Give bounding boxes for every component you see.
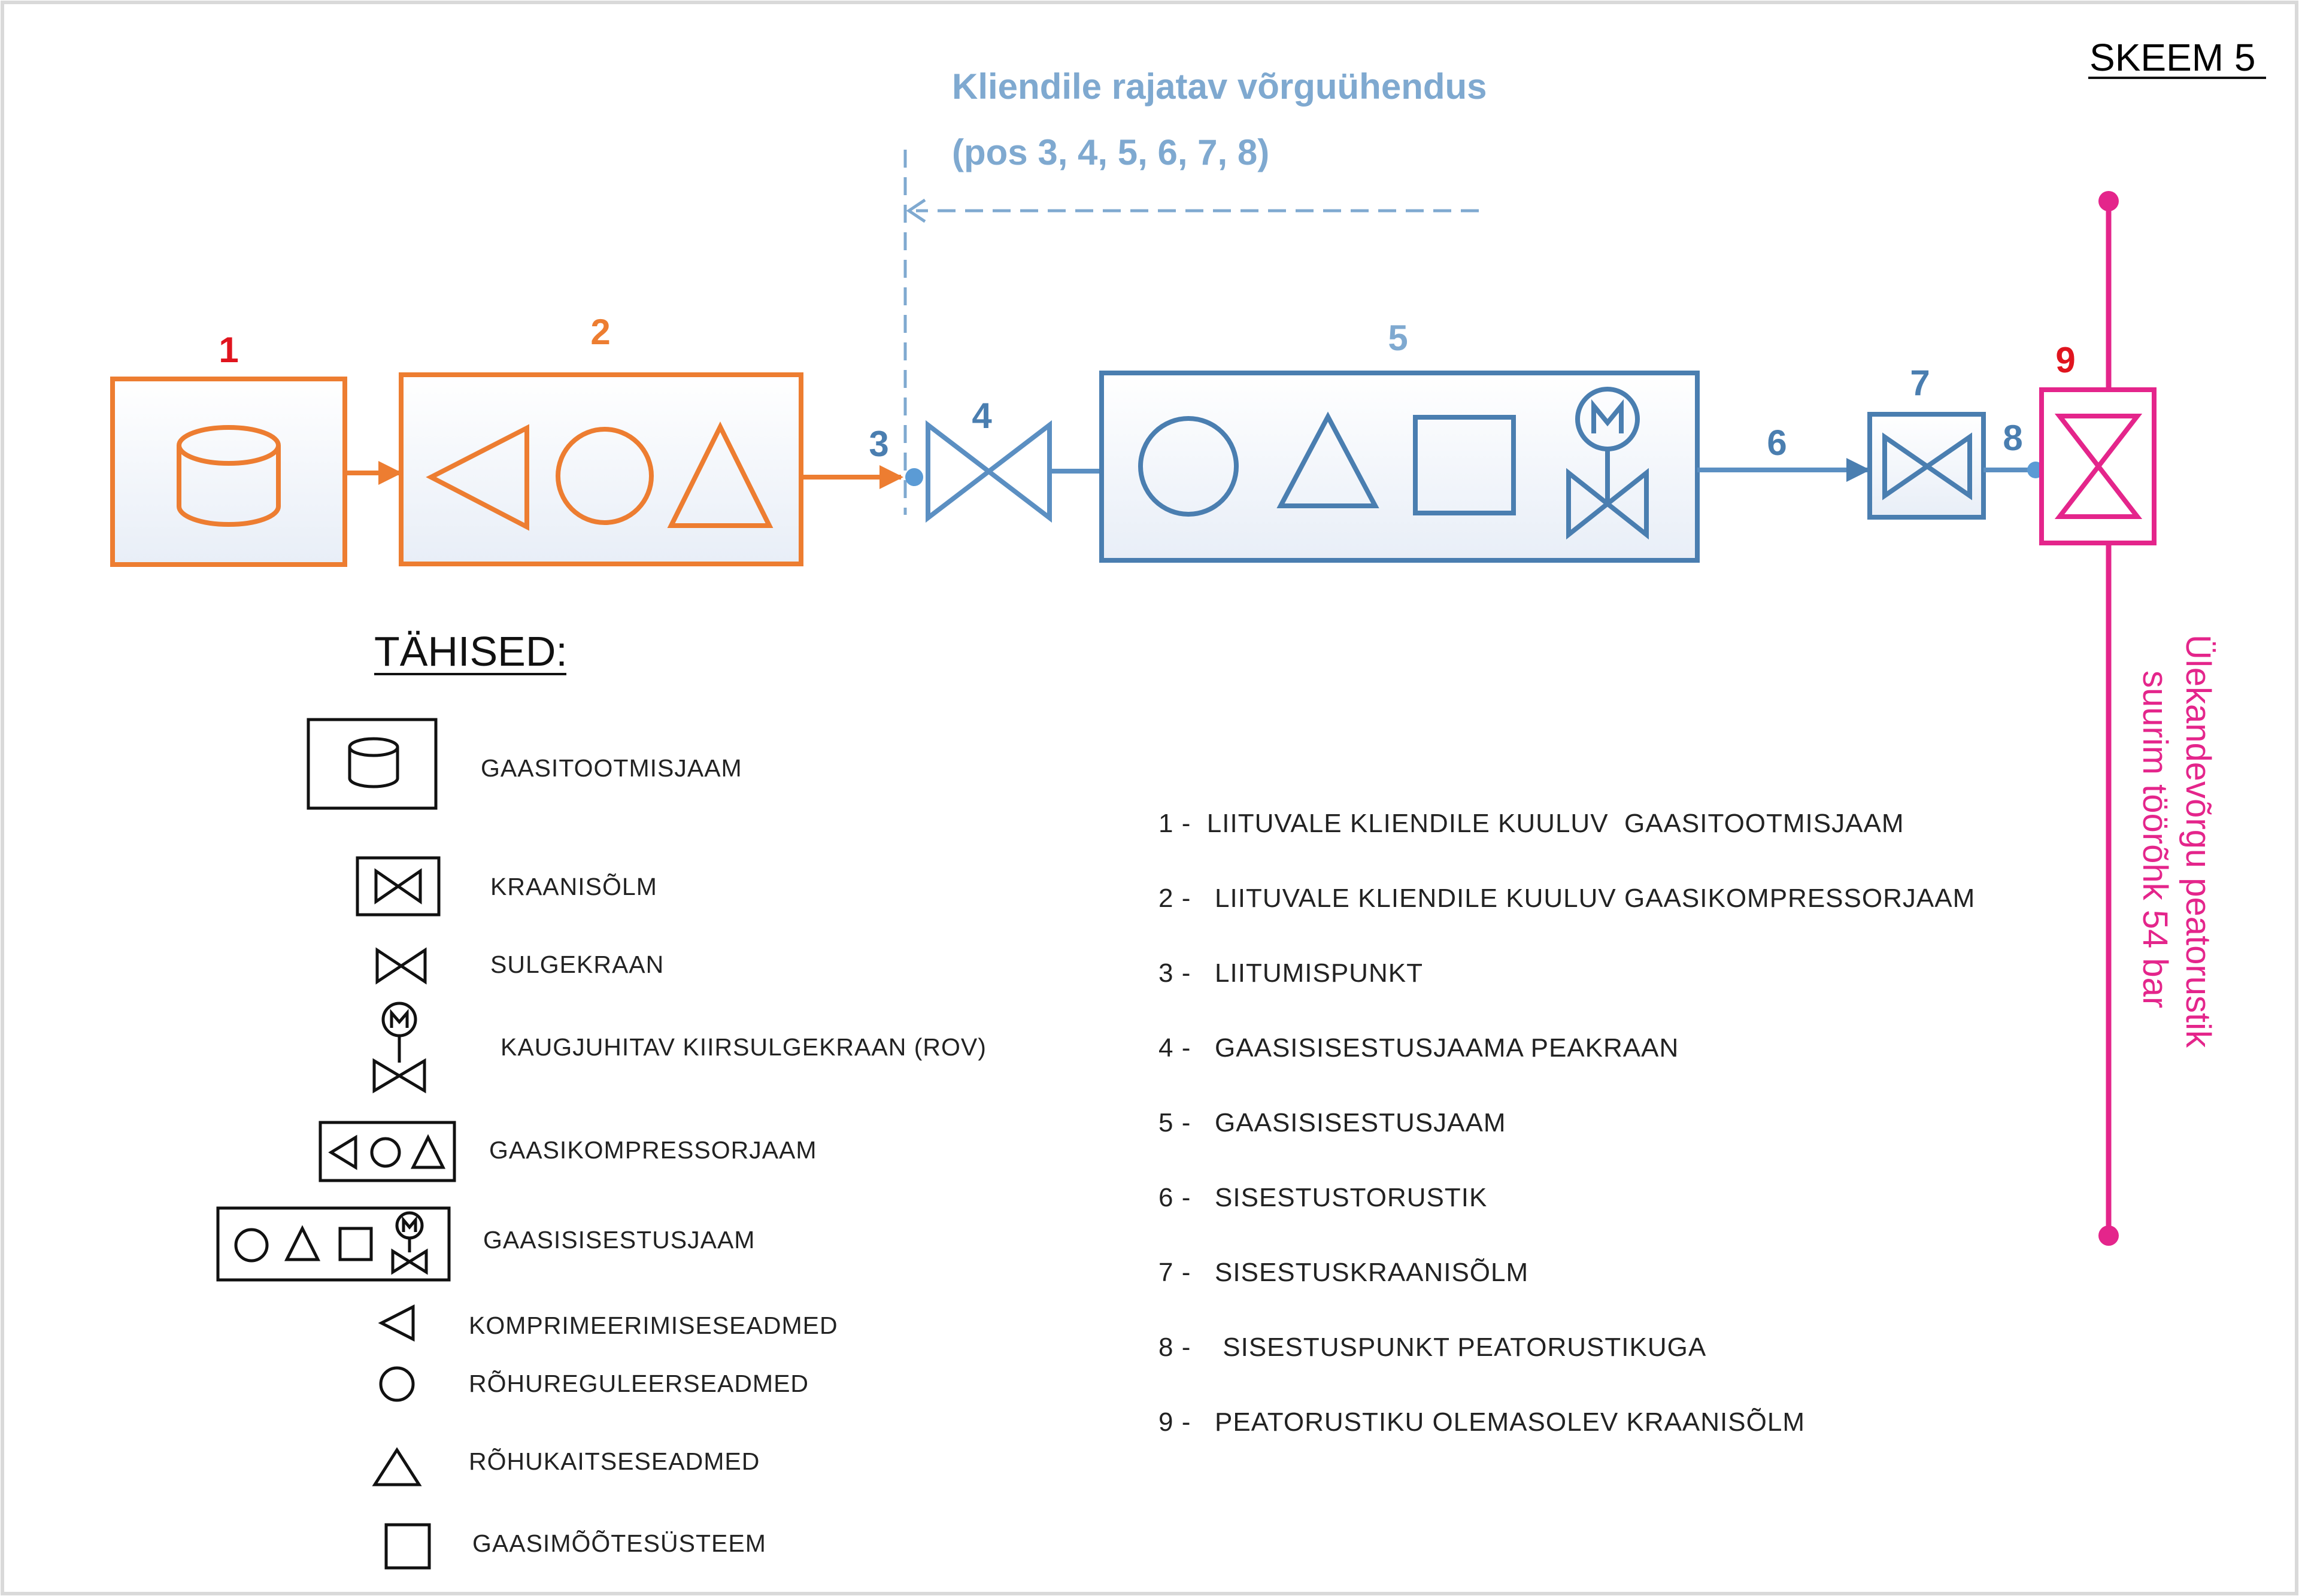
pos-label-6: 6 bbox=[1767, 423, 1787, 463]
pos-label-9: 9 bbox=[2055, 340, 2075, 380]
metering-square-icon bbox=[1413, 415, 1516, 515]
pipeline-label-line2: suurim töörõhk 54 bar bbox=[2136, 670, 2174, 1008]
pos-label-8: 8 bbox=[2003, 418, 2022, 458]
legend-cylinder-icon bbox=[348, 737, 399, 788]
legend-injection-triangle-icon bbox=[284, 1225, 321, 1261]
legend-valve-node-icon bbox=[374, 868, 422, 905]
cylinder-icon bbox=[177, 425, 281, 527]
network-note-line1: Kliendile rajatav võrguühendus bbox=[952, 66, 1487, 107]
page-title: SKEEM 5 bbox=[2089, 36, 2255, 79]
description-item-1: 1 - LIITUVALE KLIENDILE KUULUV GAASITOOT… bbox=[1158, 809, 1904, 838]
description-item-6: 6 - SISESTUSTORUSTIK bbox=[1158, 1183, 1487, 1212]
description-item-5: 5 - GAASISISESTUSJAAM bbox=[1158, 1108, 1506, 1137]
pos-label-1: 1 bbox=[219, 330, 238, 370]
legend-injection-square-icon bbox=[338, 1227, 373, 1261]
injection-regulator-circle-icon bbox=[1138, 416, 1239, 517]
description-item-2: 2 - LIITUVALE KLIENDILE KUULUV GAASIKOMP… bbox=[1158, 884, 1975, 913]
legend-label-protection: RÕHUKAITSESEADMED bbox=[469, 1448, 760, 1475]
legend-label-regulator: RÕHUREGULEERSEADMED bbox=[469, 1370, 809, 1397]
legend-label-metering: GAASIMÕÕTESÜSTEEM bbox=[472, 1530, 766, 1557]
legend-injection-box bbox=[216, 1206, 451, 1282]
pos-label-7: 7 bbox=[1910, 363, 1930, 403]
legend-label-injection: GAASISISESTUSJAAM bbox=[483, 1226, 755, 1254]
legend-injection-circle-icon bbox=[234, 1228, 269, 1263]
legend-rov-icon bbox=[372, 1002, 426, 1094]
legend-regulator-icon bbox=[379, 1366, 415, 1402]
valve-node-icon bbox=[1882, 432, 1972, 500]
pipeline-end-top bbox=[2098, 191, 2119, 211]
legend-compressor-triangle-icon bbox=[328, 1134, 357, 1170]
pipeline-label-line1: Ülekandevõrgu peatorustik bbox=[2179, 635, 2218, 1048]
legend-compression-icon bbox=[378, 1304, 415, 1342]
network-note-line2: (pos 3, 4, 5, 6, 7, 8) bbox=[952, 132, 1269, 172]
description-item-8: 8 - SISESTUSPUNKT PEATORUSTIKUGA bbox=[1158, 1333, 1706, 1362]
compressor-station-box bbox=[399, 372, 803, 566]
legend-label-valve-node: KRAANISÕLM bbox=[490, 873, 657, 900]
legend-compressor-protection-icon bbox=[410, 1134, 446, 1169]
description-item-9: 9 - PEATORUSTIKU OLEMASOLEV KRAANISÕLM bbox=[1158, 1407, 1805, 1437]
pos-label-4: 4 bbox=[972, 396, 992, 436]
legend-production-box bbox=[307, 718, 438, 810]
description-item-7: 7 - SISESTUSKRAANISÕLM bbox=[1158, 1257, 1528, 1287]
gas-production-station-box bbox=[110, 377, 347, 567]
description-item-4: 4 - GAASISISESTUSJAAMA PEAKRAAN bbox=[1158, 1033, 1679, 1063]
legend-label-compression: KOMPRIMEERIMISESEADMED bbox=[469, 1312, 838, 1339]
legend-compressor-box bbox=[319, 1121, 456, 1182]
legend-label-production: GAASITOOTMISJAAM bbox=[481, 754, 742, 782]
injection-station-box bbox=[1099, 371, 1700, 563]
legend-metering-icon bbox=[384, 1523, 431, 1570]
connection-point-dot bbox=[905, 468, 923, 486]
legend-heading: TÄHISED: bbox=[374, 628, 568, 675]
pos-label-2: 2 bbox=[590, 312, 610, 352]
legend-label-shutoff-valve: SULGEKRAAN bbox=[490, 951, 664, 978]
pos-label-5: 5 bbox=[1388, 318, 1408, 358]
legend-protection-icon bbox=[372, 1447, 422, 1486]
legend-label-rov: KAUGJUHITAV KIIRSULGEKRAAN (ROV) bbox=[501, 1033, 987, 1061]
description-item-3: 3 - LIITUMISPUNKT bbox=[1158, 958, 1423, 988]
main-valve-icon bbox=[926, 420, 1052, 523]
legend-shutoff-valve-icon bbox=[375, 947, 427, 985]
legend-label-compressor: GAASIKOMPRESSORJAAM bbox=[489, 1136, 817, 1164]
protection-triangle-icon bbox=[667, 421, 774, 528]
pos-label-3: 3 bbox=[869, 424, 888, 464]
legend-compressor-circle-icon bbox=[370, 1137, 401, 1168]
boundary-arrow-head bbox=[906, 198, 926, 223]
compressor-triangle-icon bbox=[426, 424, 529, 531]
pipeline-end-bottom bbox=[2098, 1225, 2119, 1246]
legend-injection-rov-icon bbox=[391, 1211, 428, 1275]
existing-valve-icon bbox=[2054, 414, 2143, 519]
regulator-circle-icon bbox=[556, 427, 654, 525]
injection-protection-triangle-icon bbox=[1276, 411, 1379, 508]
rov-valve-icon bbox=[1566, 387, 1649, 540]
